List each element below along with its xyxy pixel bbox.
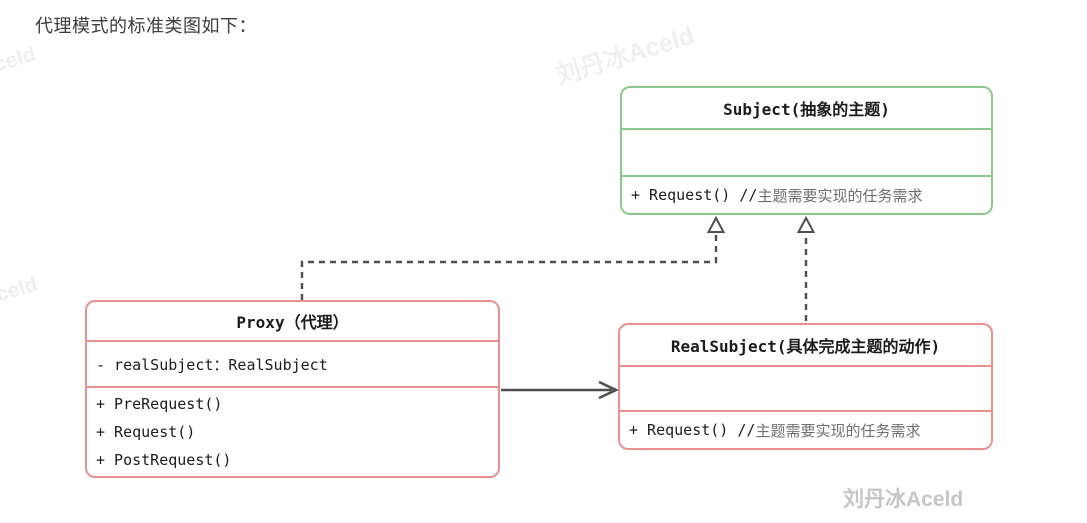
attributes-section-realsubject	[620, 365, 991, 410]
methods-section-proxy: + PreRequest() + Request() + PostRequest…	[87, 386, 498, 476]
class-box-subject: Subject(抽象的主题) + Request() //主题需要实现的任务需求	[620, 86, 993, 215]
method-code: + Request() //	[629, 421, 756, 439]
diagonal-watermark: 刘丹冰Aceld	[552, 21, 698, 91]
class-name-subject: Subject(抽象的主题)	[723, 100, 890, 119]
method-prerequest: + PreRequest()	[96, 395, 223, 413]
class-name-realsubject: RealSubject(具体完成主题的动作)	[670, 337, 941, 356]
methods-section-realsubject: + Request() //主题需要实现的任务需求	[620, 410, 991, 448]
class-box-proxy: Proxy（代理） - realSubject：RealSubject + Pr…	[85, 300, 500, 478]
page-title: 代理模式的标准类图如下：	[35, 16, 257, 36]
method-request: + Request()	[96, 423, 196, 441]
association-arrow-proxy-to-realsubject	[501, 380, 620, 400]
methods-section-subject: + Request() //主题需要实现的任务需求	[622, 175, 991, 213]
realization-arrow-proxy-to-subject	[300, 215, 726, 300]
method-postrequest: + PostRequest()	[96, 451, 232, 469]
method-comment: 主题需要实现的任务需求	[755, 423, 921, 440]
edge-watermark-fragment: celd	[0, 42, 39, 77]
edge-watermark-fragment: celd	[0, 272, 41, 307]
method-code: + Request() //	[631, 186, 758, 204]
hollow-triangle-arrowhead-icon	[796, 215, 816, 233]
author-signature-watermark: 刘丹冰Aceld	[843, 488, 964, 511]
class-box-realsubject: RealSubject(具体完成主题的动作) + Request() //主题需…	[618, 323, 993, 450]
attribute-realsubject: - realSubject：RealSubject	[96, 355, 328, 374]
class-name-proxy: Proxy（代理）	[236, 313, 349, 332]
realization-arrow-realsubject-to-subject	[796, 215, 816, 321]
open-arrowhead-icon	[598, 380, 620, 400]
hollow-triangle-arrowhead-icon	[706, 215, 726, 233]
attributes-section-subject	[622, 128, 991, 175]
attributes-section-proxy: - realSubject：RealSubject	[87, 340, 498, 386]
method-comment: 主题需要实现的任务需求	[757, 188, 923, 205]
